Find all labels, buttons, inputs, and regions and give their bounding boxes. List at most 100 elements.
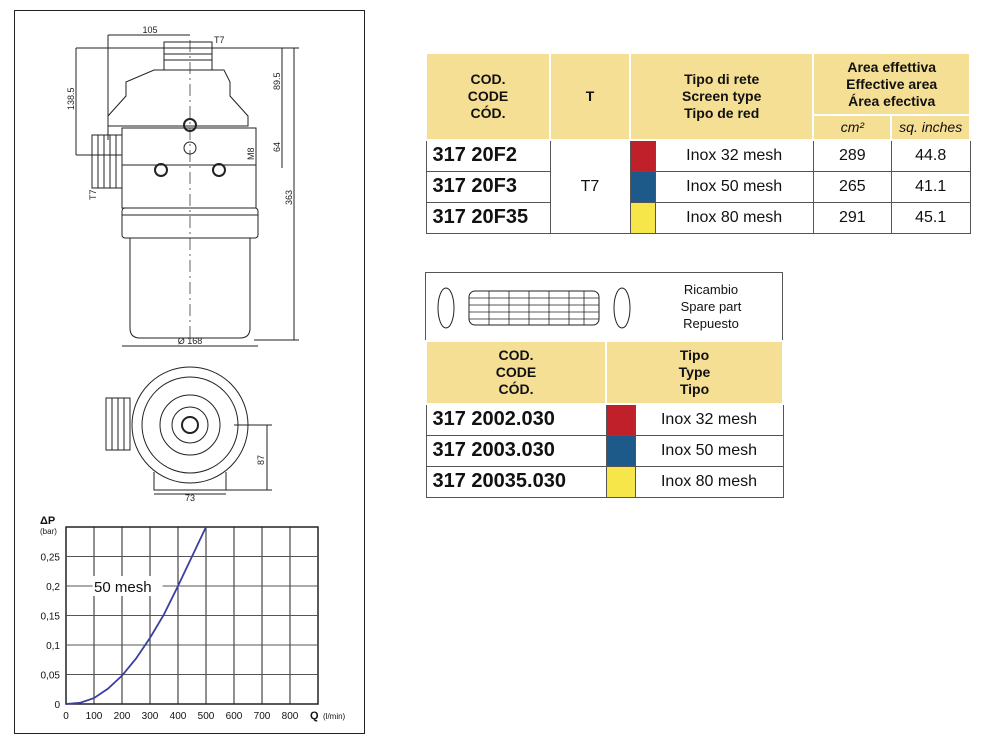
table-row: 317 2002.030 Inox 32 mesh bbox=[425, 403, 784, 436]
sqin-cell: 45.1 bbox=[890, 201, 971, 234]
spare-part-label: Ricambio Spare part Repuesto bbox=[646, 281, 776, 332]
code-cell: 317 20F3 bbox=[425, 170, 551, 203]
code-cell: 317 20F2 bbox=[425, 139, 551, 172]
header-type-it: Tipo bbox=[679, 347, 710, 363]
dim-diameter: Ø 168 bbox=[178, 336, 203, 346]
header-unit-sqin: sq. inches bbox=[890, 114, 971, 141]
header-code: COD. CODE CÓD. bbox=[425, 52, 551, 141]
x-tick-label: 100 bbox=[86, 711, 103, 722]
y-tick-label: 0,15 bbox=[41, 612, 61, 623]
type-cell: Inox 50 mesh bbox=[654, 170, 814, 203]
y-axis-unit: (bar) bbox=[40, 527, 57, 536]
header-type-es: Tipo de red bbox=[684, 105, 760, 121]
dim-inlet-thread: T7 bbox=[88, 189, 98, 200]
color-swatch-yellow bbox=[629, 201, 656, 234]
spare-label-es: Repuesto bbox=[683, 316, 739, 331]
header-unit-cm2: cm² bbox=[812, 114, 893, 141]
header-type-en: Screen type bbox=[681, 88, 762, 104]
x-tick-label: 200 bbox=[114, 711, 131, 722]
cm2-cell: 289 bbox=[812, 139, 892, 172]
spare-part-box: Ricambio Spare part Repuesto bbox=[425, 272, 783, 340]
cm2-cell: 265 bbox=[812, 170, 892, 203]
filter-technical-drawing: 105 T7 138.5 89.5 64 M8 T7 363 Ø 168 73 … bbox=[66, 25, 299, 503]
filter-screen-illustration bbox=[437, 287, 631, 329]
series-annotation: 50 mesh bbox=[94, 579, 152, 596]
dim-base-height: 87 bbox=[256, 455, 266, 465]
x-tick-label: 0 bbox=[63, 711, 69, 722]
spare-label-it: Ricambio bbox=[683, 282, 739, 297]
color-swatch-blue bbox=[605, 434, 636, 467]
header-type-it: Tipo di rete bbox=[684, 71, 760, 87]
dim-base-width: 73 bbox=[185, 493, 195, 503]
dim-right-upper: 89.5 bbox=[272, 72, 282, 90]
y-tick-label: 0,2 bbox=[46, 582, 60, 593]
type-cell: Inox 50 mesh bbox=[634, 434, 784, 467]
code-cell: 317 2002.030 bbox=[425, 403, 607, 436]
table-row: 317 20F3 Inox 50 mesh 265 41.1 bbox=[425, 170, 971, 203]
x-axis-unit: (l/min) bbox=[323, 712, 346, 721]
code-cell: 317 20F35 bbox=[425, 201, 551, 234]
header-area: Area effettiva Effective area Área efect… bbox=[812, 52, 971, 116]
color-swatch-yellow bbox=[605, 465, 636, 498]
header-area-en: Effective area bbox=[846, 75, 938, 92]
dim-right-mid: 64 bbox=[272, 142, 282, 152]
header-code-es: CÓD. bbox=[498, 381, 534, 397]
header-code: COD. CODE CÓD. bbox=[425, 340, 607, 405]
x-tick-label: 500 bbox=[198, 711, 215, 722]
color-swatch-blue bbox=[629, 170, 656, 203]
technical-panel bbox=[14, 10, 365, 734]
spare-parts-table: COD. CODE CÓD. Tipo Type Tipo 317 2002.0… bbox=[425, 340, 784, 498]
y-tick-label: 0 bbox=[54, 700, 60, 711]
sqin-cell: 41.1 bbox=[890, 170, 971, 203]
header-area-it: Area effettiva bbox=[847, 58, 937, 75]
header-code-it: COD. bbox=[498, 347, 534, 363]
header-type: Tipo di rete Screen type Tipo de red bbox=[628, 52, 815, 141]
y-tick-label: 0,1 bbox=[46, 641, 60, 652]
sqin-cell: 44.8 bbox=[890, 139, 971, 172]
x-tick-label: 700 bbox=[254, 711, 271, 722]
header-code-en: CODE bbox=[495, 364, 537, 380]
type-cell: Inox 80 mesh bbox=[634, 465, 784, 498]
top-view bbox=[105, 366, 272, 495]
series-line-50-mesh bbox=[65, 526, 207, 705]
header-type-en: Type bbox=[678, 364, 711, 380]
annotation-background bbox=[92, 576, 163, 596]
x-tick-label: 300 bbox=[142, 711, 159, 722]
header-type-es: Tipo bbox=[679, 381, 710, 397]
dim-top-width: 105 bbox=[142, 25, 157, 35]
table-row: 317 2003.030 Inox 50 mesh bbox=[425, 434, 784, 467]
code-cell: 317 20035.030 bbox=[425, 465, 607, 498]
table-row: 317 20F2 T7 Inox 32 mesh 289 44.8 bbox=[425, 139, 971, 234]
y-axis-label: ΔP bbox=[40, 515, 55, 527]
type-cell: Inox 32 mesh bbox=[634, 403, 784, 436]
color-swatch-red bbox=[629, 139, 656, 172]
pressure-drop-chart: 0 100 200 300 400 500 600 700 800 0 0,05 0,1 0,15 0,2… bbox=[40, 515, 346, 722]
header-type: Tipo Type Tipo bbox=[605, 340, 784, 405]
x-tick-label: 400 bbox=[170, 711, 187, 722]
color-swatch-red bbox=[605, 403, 636, 436]
y-tick-label: 0,05 bbox=[41, 671, 61, 682]
type-cell: Inox 32 mesh bbox=[654, 139, 814, 172]
dim-thread-top: T7 bbox=[214, 35, 225, 45]
header-code-en: CODE bbox=[467, 88, 509, 104]
type-cell: Inox 80 mesh bbox=[654, 201, 814, 234]
table-row: 317 20035.030 Inox 80 mesh bbox=[425, 465, 784, 498]
dim-bolt: M8 bbox=[246, 147, 256, 160]
table-row: 317 20F35 Inox 80 mesh 291 45.1 bbox=[425, 201, 971, 234]
header-area-es: Área efectiva bbox=[848, 92, 936, 109]
filter-codes-table: COD. CODE CÓD. T Tipo di rete Screen typ… bbox=[425, 52, 971, 234]
y-tick-label: 0,25 bbox=[41, 553, 61, 564]
side-view bbox=[75, 34, 299, 347]
spare-label-en: Spare part bbox=[680, 299, 742, 314]
header-t: T bbox=[549, 52, 631, 141]
t-cell: T7 bbox=[549, 139, 631, 234]
code-cell: 317 2003.030 bbox=[425, 434, 607, 467]
header-code-es: CÓD. bbox=[470, 105, 506, 121]
dim-left-height: 138.5 bbox=[66, 87, 76, 110]
cm2-cell: 291 bbox=[812, 201, 892, 234]
header-code-it: COD. bbox=[470, 71, 506, 87]
dim-total-height: 363 bbox=[284, 190, 294, 205]
x-axis-label: Q bbox=[310, 710, 319, 722]
x-tick-label: 600 bbox=[226, 711, 243, 722]
x-tick-label: 800 bbox=[282, 711, 299, 722]
